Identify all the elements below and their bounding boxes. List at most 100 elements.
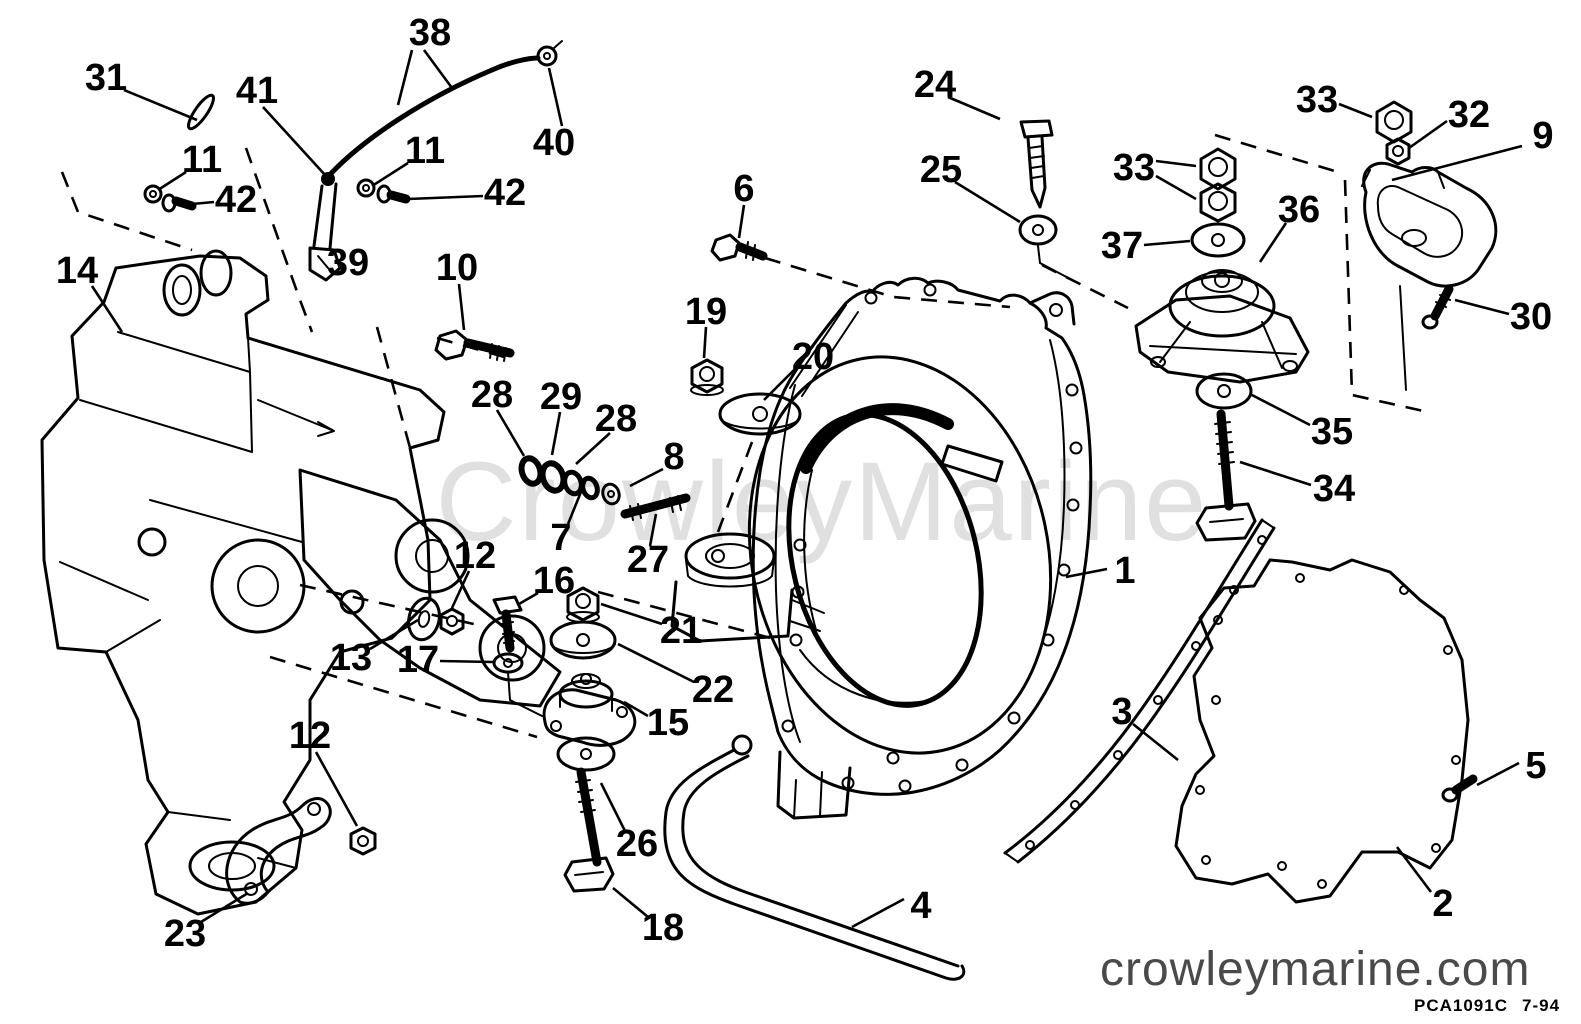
washer-20 bbox=[718, 392, 802, 436]
washer-13 bbox=[407, 596, 441, 642]
callout-26: 26 bbox=[616, 823, 658, 865]
leader-line-27 bbox=[648, 513, 658, 547]
leader-line-32 bbox=[1408, 119, 1448, 150]
leader-line-38 bbox=[396, 49, 414, 106]
callout-11: 11 bbox=[405, 130, 445, 172]
washer-17 bbox=[492, 652, 543, 717]
engine-mount-15 bbox=[542, 673, 637, 747]
bolt-26-18 bbox=[563, 767, 615, 893]
callout-40: 40 bbox=[533, 122, 575, 164]
leader-line-12 bbox=[450, 570, 471, 609]
callout-39: 39 bbox=[327, 242, 369, 284]
leader-line-2 bbox=[1395, 846, 1433, 893]
leader-line-9 bbox=[1391, 144, 1523, 182]
callout-10: 10 bbox=[436, 247, 478, 289]
callout-25: 25 bbox=[920, 149, 962, 191]
washer-11-right bbox=[356, 178, 376, 198]
leader-line-30 bbox=[1454, 298, 1510, 316]
locknut-33-upper bbox=[1375, 100, 1413, 144]
callout-29: 29 bbox=[540, 376, 582, 418]
callout-4: 4 bbox=[910, 885, 931, 927]
callout-31: 31 bbox=[85, 57, 127, 99]
callout-23: 23 bbox=[164, 913, 206, 955]
leader-line-28 bbox=[575, 432, 611, 465]
leader-line-5 bbox=[1476, 761, 1520, 787]
leader-line-25 bbox=[954, 180, 1021, 224]
leader-line-38 bbox=[422, 49, 454, 89]
callout-2: 2 bbox=[1432, 883, 1453, 925]
callout-32: 32 bbox=[1448, 94, 1490, 136]
leader-line-21 bbox=[600, 602, 663, 626]
leader-line-11 bbox=[371, 161, 409, 188]
callout-16: 16 bbox=[533, 560, 575, 602]
callout-17: 17 bbox=[397, 639, 439, 681]
bracket-23 bbox=[225, 797, 332, 905]
bolt-16 bbox=[492, 595, 523, 653]
bolt-5 bbox=[1441, 774, 1478, 803]
site-watermark-text: crowleymarine.com bbox=[1100, 943, 1530, 996]
nut-12-lower bbox=[349, 826, 377, 856]
leader-line-1 bbox=[1065, 567, 1108, 579]
callout-42: 42 bbox=[484, 172, 526, 214]
callout-36: 36 bbox=[1278, 189, 1320, 231]
callout-21: 21 bbox=[660, 610, 702, 652]
tube-4 bbox=[663, 734, 966, 981]
leader-line-26 bbox=[599, 782, 627, 832]
leader-line-24 bbox=[947, 95, 1001, 121]
leader-line-3 bbox=[1132, 722, 1179, 762]
locknut-19 bbox=[690, 358, 724, 396]
bolt-6 bbox=[710, 233, 768, 262]
nut-12-upper bbox=[439, 607, 465, 636]
leader-line-6 bbox=[737, 204, 746, 239]
callout-6: 6 bbox=[733, 168, 754, 210]
callout-30: 30 bbox=[1510, 296, 1552, 338]
washer-35 bbox=[1195, 372, 1253, 410]
leader-line-7 bbox=[566, 481, 587, 525]
callout-20: 20 bbox=[792, 336, 834, 378]
washer-26 bbox=[556, 736, 616, 772]
bolt-34 bbox=[1195, 409, 1257, 542]
leader-line-8 bbox=[629, 467, 664, 488]
leader-line-19 bbox=[702, 326, 708, 359]
leader-line-18 bbox=[612, 886, 649, 919]
leader-line-29 bbox=[550, 411, 562, 456]
callout-41: 41 bbox=[236, 70, 278, 112]
callout-24: 24 bbox=[914, 64, 956, 106]
callout-5: 5 bbox=[1525, 745, 1546, 787]
leader-line-33 bbox=[1155, 174, 1197, 201]
doc-code-number: PCA1091C bbox=[1414, 996, 1508, 1015]
leader-line-10 bbox=[457, 283, 466, 331]
leader-line-11 bbox=[157, 170, 187, 192]
callout-9: 9 bbox=[1532, 115, 1553, 157]
callout-15: 15 bbox=[647, 702, 689, 744]
leader-line-16 bbox=[518, 591, 539, 606]
washer-22 bbox=[549, 620, 617, 660]
callout-35: 35 bbox=[1311, 411, 1353, 453]
clip-pin-31 bbox=[187, 93, 215, 131]
washer-37 bbox=[1190, 222, 1246, 258]
washer-25 bbox=[1018, 214, 1077, 283]
grommet-row-drawing bbox=[518, 455, 621, 506]
leader-line-36 bbox=[1258, 222, 1288, 263]
callout-27: 27 bbox=[627, 539, 669, 581]
callout-18: 18 bbox=[642, 907, 684, 949]
screw-42-left bbox=[161, 193, 197, 213]
leader-line-12 bbox=[314, 751, 359, 827]
transom-bracket-drawing bbox=[40, 249, 562, 916]
link-strap-drawing bbox=[308, 182, 342, 282]
callout-28: 28 bbox=[471, 374, 513, 416]
leader-line-17 bbox=[439, 659, 494, 664]
callout-12: 12 bbox=[454, 535, 496, 577]
callout-13: 13 bbox=[330, 637, 372, 679]
leader-line-42 bbox=[191, 200, 215, 206]
callout-33: 33 bbox=[1113, 147, 1155, 189]
leader-line-13 bbox=[369, 618, 419, 651]
callout-42: 42 bbox=[215, 179, 257, 221]
callout-8: 8 bbox=[663, 436, 684, 478]
leader-line-15 bbox=[623, 700, 649, 718]
leader-line-40 bbox=[547, 67, 564, 127]
leader-line-41 bbox=[262, 106, 327, 177]
screw-42-right bbox=[376, 184, 411, 204]
